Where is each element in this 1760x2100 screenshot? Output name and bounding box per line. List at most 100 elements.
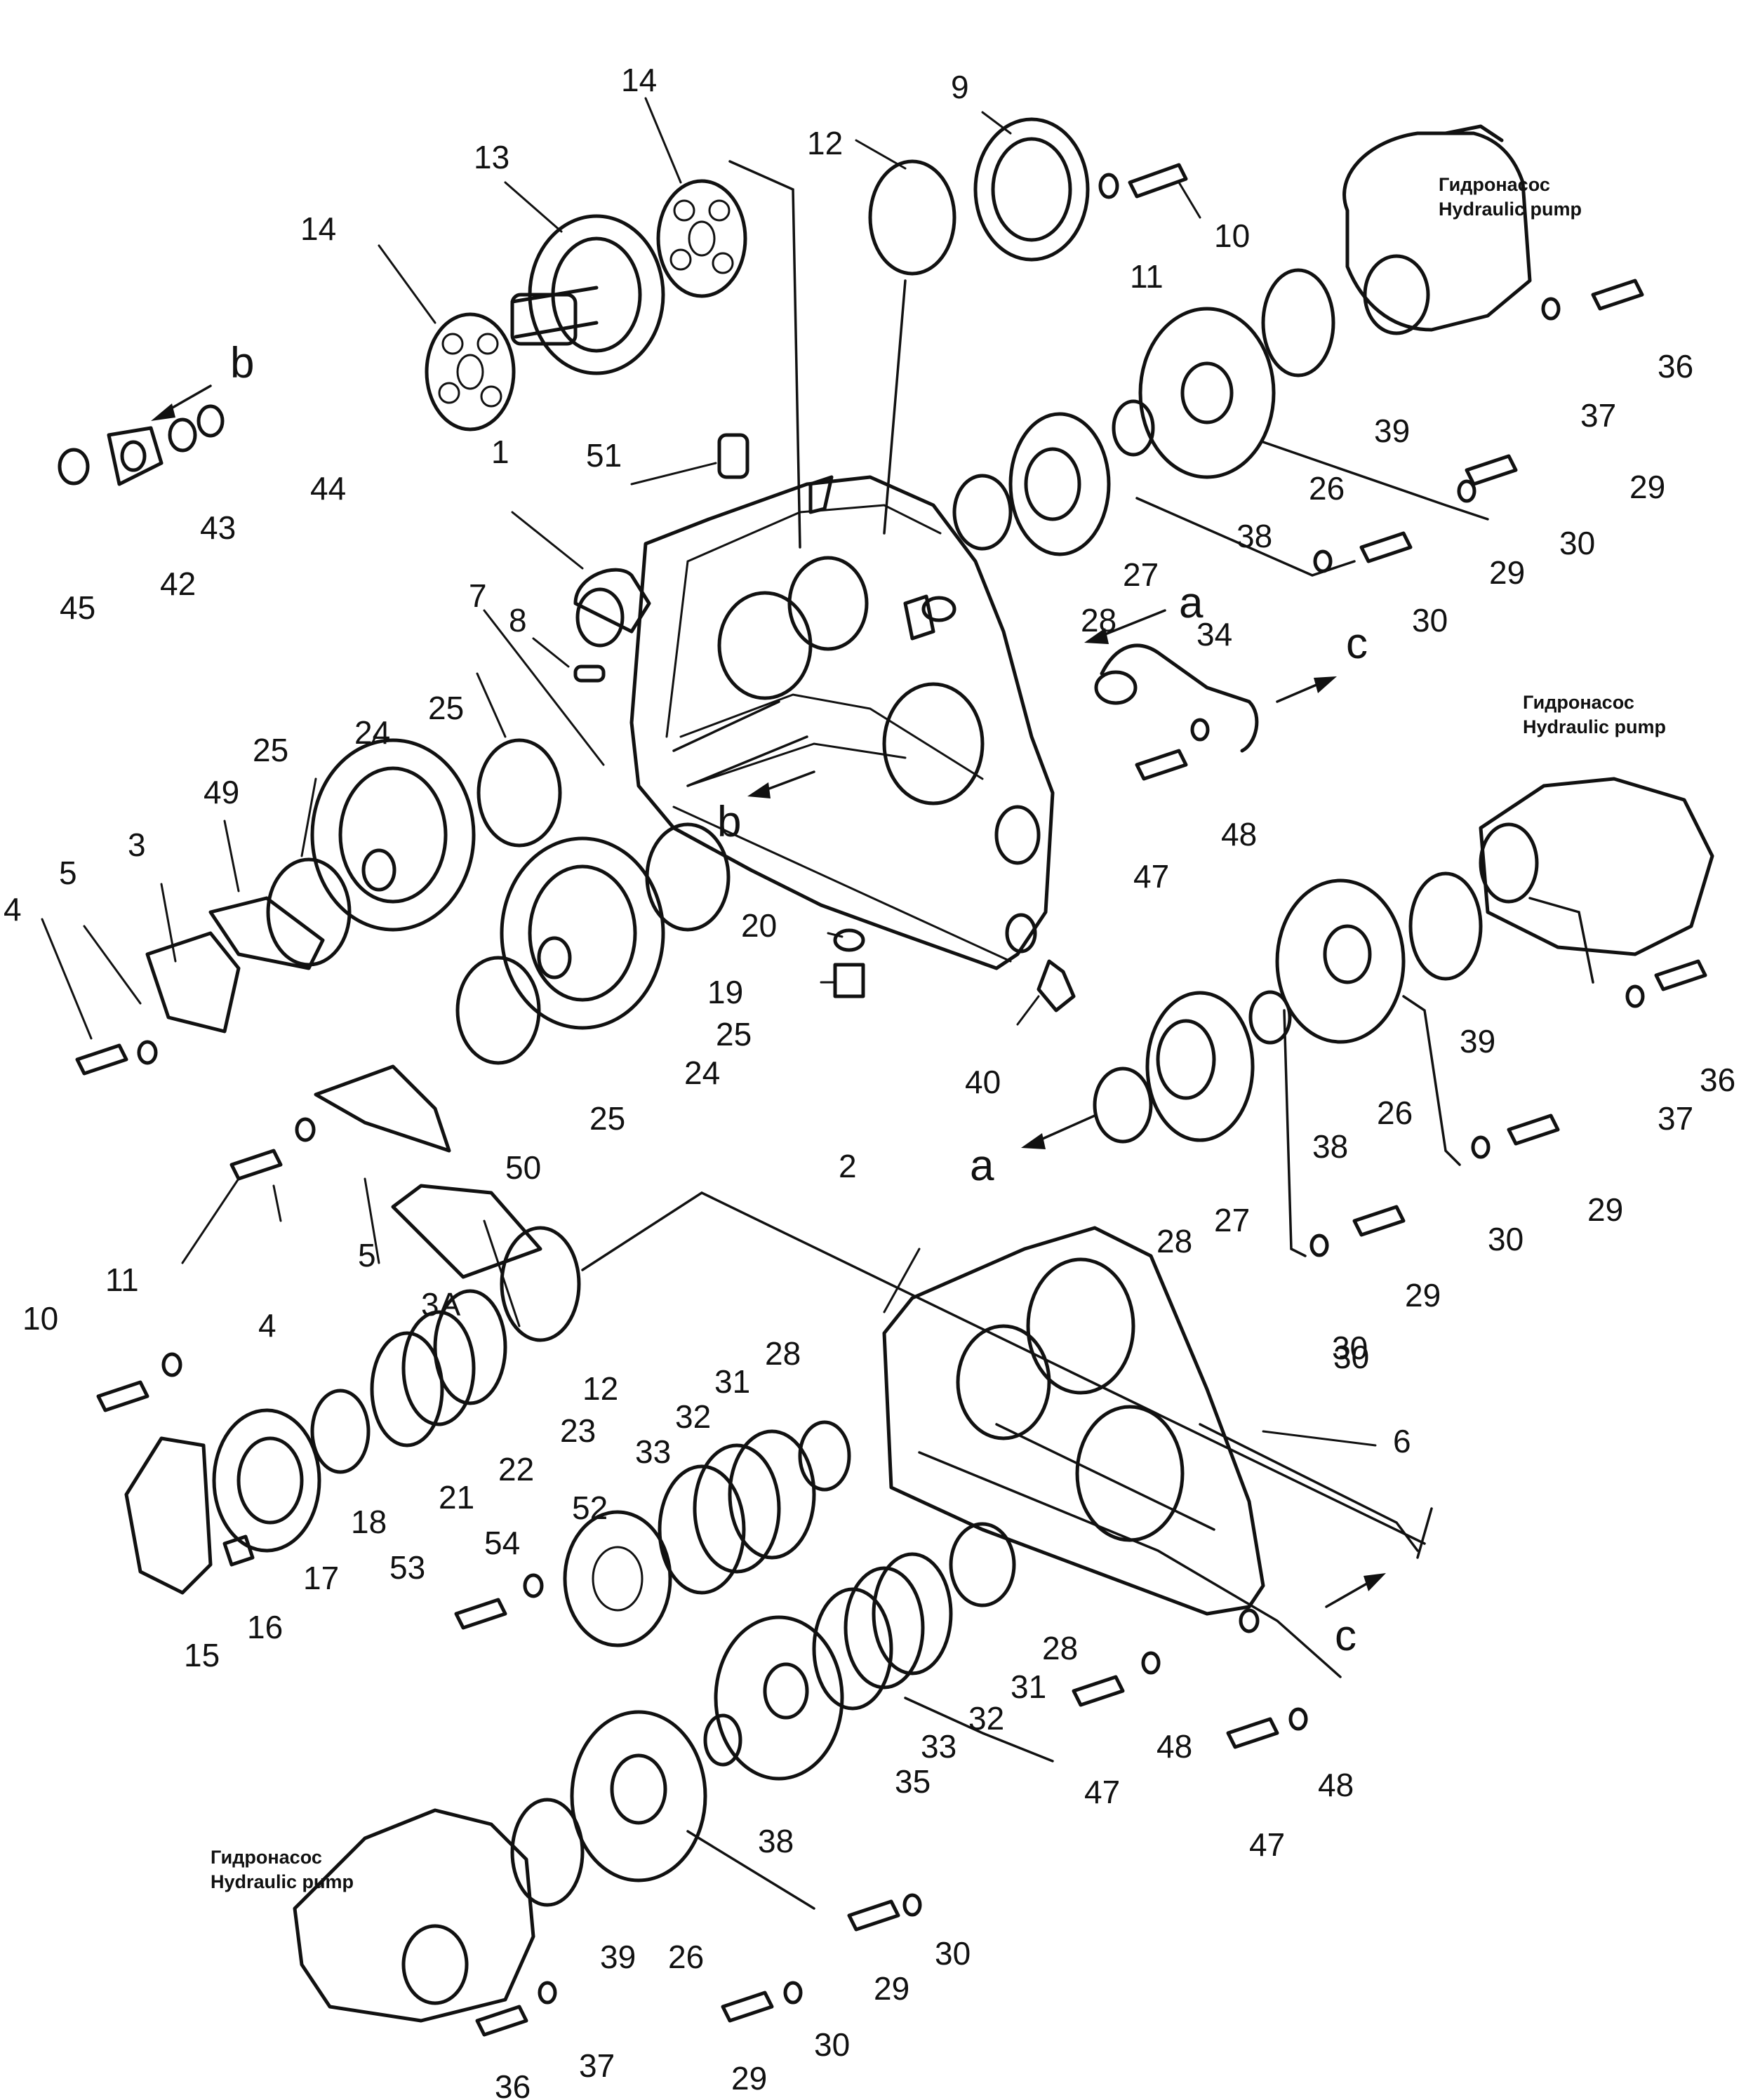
callout: 1 — [491, 434, 509, 470]
callout: 29 — [1587, 1191, 1623, 1228]
callout: 12 — [582, 1370, 618, 1407]
callout: 14 — [300, 210, 336, 247]
letter-a-bottom: a — [970, 1142, 994, 1190]
callout: 30 — [1333, 1339, 1369, 1375]
callout: 10 — [1214, 218, 1250, 254]
callout: 43 — [200, 509, 236, 546]
svg-text:Гидронасос: Гидронасос — [1523, 692, 1634, 713]
callout: 37 — [579, 2047, 615, 2084]
callout: 38 — [758, 1823, 794, 1859]
callout: 37 — [1658, 1100, 1693, 1137]
callout: 25 — [428, 690, 464, 726]
callout: 27 — [1214, 1202, 1250, 1238]
callout: 11 — [1130, 258, 1164, 295]
callout: 10 — [22, 1300, 58, 1337]
top-gear-assembly — [425, 179, 747, 432]
callout: 50 — [505, 1149, 541, 1186]
callout-numbers: 1 2 3 3A 4 4 5 5 6 7 8 9 10 10 11 11 12 … — [4, 62, 1735, 2100]
callout: 2 — [839, 1148, 857, 1184]
callout: 31 — [714, 1363, 750, 1400]
callout: 44 — [310, 470, 346, 507]
callout: 30 — [1412, 602, 1448, 638]
callout: 28 — [765, 1335, 801, 1372]
callout: 30 — [935, 1935, 971, 1972]
callout: 48 — [1156, 1728, 1192, 1765]
hydraulic-pump-right — [1309, 777, 1714, 1257]
svg-text:Hydraulic pump: Hydraulic pump — [1523, 716, 1666, 737]
callout: 27 — [1123, 556, 1159, 593]
callout: 29 — [1489, 554, 1525, 591]
pump-label-right: Гидронасос Hydraulic pump — [1523, 692, 1666, 737]
sensor-and-plug — [717, 433, 1259, 781]
callout: 4 — [4, 891, 22, 928]
callout: 37 — [1580, 397, 1616, 434]
callout: 39 — [1374, 413, 1410, 449]
callout: 38 — [1236, 518, 1272, 554]
svg-text:Hydraulic pump: Hydraulic pump — [1439, 199, 1582, 220]
callout: 39 — [1460, 1023, 1495, 1059]
callout: 15 — [184, 1637, 220, 1673]
callout: 29 — [874, 1970, 909, 2007]
callout: 5 — [358, 1237, 376, 1273]
callout: 29 — [1405, 1277, 1441, 1313]
callout: 7 — [469, 577, 487, 614]
pump-flange-right — [1093, 871, 1483, 1144]
small-cover-42 — [58, 404, 225, 486]
callout: 28 — [1081, 602, 1116, 638]
callout: 26 — [1377, 1095, 1413, 1131]
callout: 20 — [741, 907, 777, 944]
callout: 29 — [731, 2060, 767, 2096]
callout: 5 — [59, 855, 77, 891]
callout: 53 — [389, 1549, 425, 1586]
callout: 48 — [1221, 816, 1257, 852]
svg-text:Гидронасос: Гидронасос — [1439, 174, 1550, 195]
callout: 40 — [965, 1064, 1001, 1100]
middle-gear-assembly — [75, 664, 1076, 1279]
letter-c-top: c — [1346, 620, 1368, 668]
hydraulic-pump-top — [1342, 124, 1644, 335]
callout: 42 — [160, 566, 196, 602]
callout: 36 — [1700, 1062, 1735, 1098]
callout: 49 — [204, 774, 239, 810]
callout: 25 — [589, 1100, 625, 1137]
callout: 35 — [895, 1763, 931, 1800]
center-lower-parts — [454, 1420, 1016, 1907]
callout: 21 — [439, 1479, 474, 1516]
callout: 28 — [1042, 1630, 1078, 1666]
callout: 32 — [968, 1700, 1004, 1737]
callout: 28 — [1156, 1223, 1192, 1259]
callout: 14 — [621, 62, 657, 98]
callout: 36 — [1658, 348, 1693, 384]
callout: 24 — [354, 714, 390, 751]
lower-bolts — [721, 1651, 1308, 2023]
pump-label-bottom: Гидронасос Hydraulic pump — [211, 1847, 354, 1892]
callout: 9 — [951, 69, 969, 105]
letter-a-top: a — [1179, 579, 1204, 627]
callout: 25 — [253, 732, 288, 768]
callout: 13 — [474, 139, 509, 175]
pump-flange-top — [952, 268, 1518, 573]
callout-ticks — [41, 97, 1377, 1447]
svg-text:Гидронасос: Гидронасос — [211, 1847, 322, 1868]
callout: 36 — [495, 2068, 531, 2100]
callout: 24 — [684, 1055, 720, 1091]
callout: 30 — [814, 2026, 850, 2063]
callout: 25 — [716, 1016, 752, 1052]
callout: 39 — [600, 1939, 636, 1975]
callout: 30 — [1559, 525, 1595, 561]
callout: 11 — [105, 1262, 139, 1298]
callout: 3A — [421, 1286, 461, 1323]
callout: 12 — [807, 125, 843, 161]
hydraulic-pump-bottom — [293, 1808, 557, 2037]
callout: 32 — [675, 1398, 711, 1435]
callout: 47 — [1249, 1826, 1285, 1863]
callout: 6 — [1393, 1423, 1411, 1459]
callout: 23 — [560, 1412, 596, 1449]
callout: 54 — [484, 1525, 520, 1561]
svg-text:Hydraulic pump: Hydraulic pump — [211, 1871, 354, 1892]
callout: 22 — [498, 1451, 534, 1487]
callout: 38 — [1312, 1128, 1348, 1165]
letter-b-top: b — [230, 339, 254, 387]
letter-c-bottom: c — [1335, 1612, 1356, 1660]
